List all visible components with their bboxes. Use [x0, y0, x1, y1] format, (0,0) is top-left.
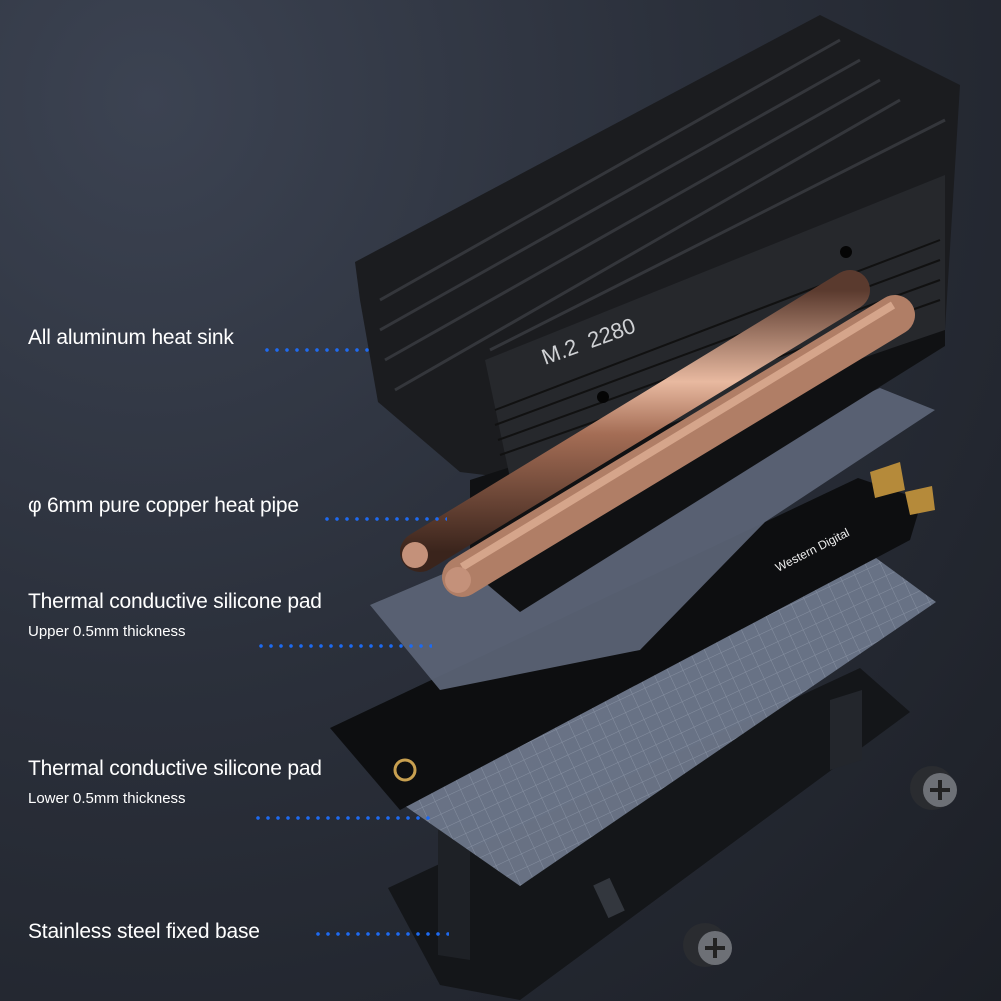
label-upper-pad-thickness: Upper 0.5mm thickness [28, 623, 186, 640]
leader-line-upper-pad [256, 644, 432, 648]
leader-line-heat-pipe [322, 517, 447, 521]
label-heat-sink: All aluminum heat sink [28, 326, 234, 349]
label-heat-pipe: φ 6mm pure copper heat pipe [28, 494, 299, 517]
label-upper-pad: Thermal conductive silicone pad [28, 590, 322, 613]
stainless-steel-base [388, 668, 910, 1000]
upper-thermal-pad [370, 388, 935, 690]
label-base: Stainless steel fixed base [28, 920, 260, 943]
leader-line-lower-pad [253, 816, 431, 820]
screw-icon [683, 923, 732, 967]
label-lower-pad-thickness: Lower 0.5mm thickness [28, 790, 186, 807]
lower-thermal-pad [385, 558, 936, 886]
leader-line-heat-sink [262, 348, 372, 352]
leader-line-base [313, 932, 449, 936]
copper-heat-pipes [400, 270, 915, 597]
screw-icon [910, 766, 957, 810]
label-lower-pad: Thermal conductive silicone pad [28, 757, 322, 780]
